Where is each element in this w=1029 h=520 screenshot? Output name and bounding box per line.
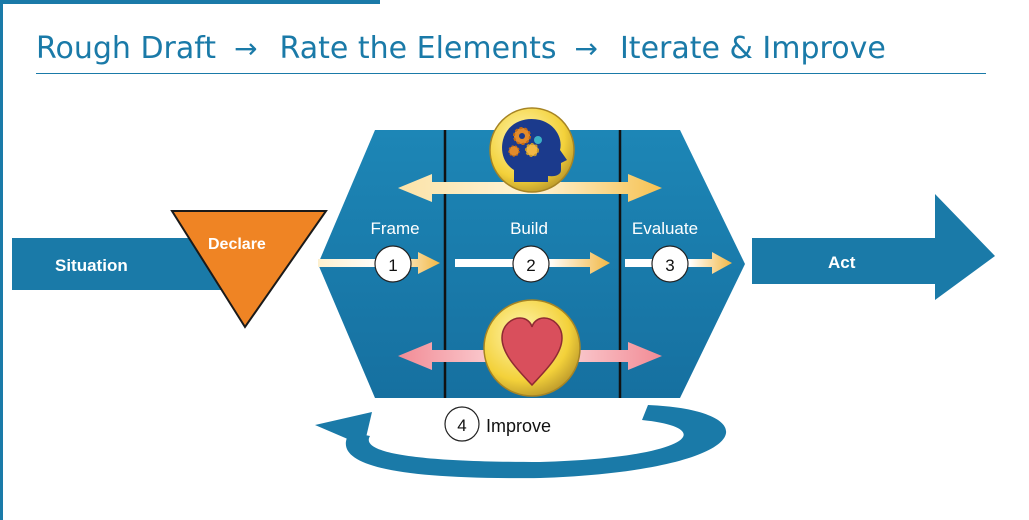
title-arrow-icon: → [574,31,598,65]
step-2-number: 2 [526,256,535,275]
frame-top-border [0,0,380,4]
title-step-rough-draft: Rough Draft [36,30,217,66]
head-gears-icon [489,107,575,193]
title-step-rate: Rate the Elements [279,30,557,66]
act-label: Act [828,253,856,272]
frame-left-border [0,0,3,520]
step-1-badge: 1 [374,245,412,283]
situation-label: Situation [55,256,128,275]
improve-loop-arrow [315,405,727,479]
heart-icon [483,299,581,397]
step-1-number: 1 [388,256,397,275]
improve-label: Improve [486,416,551,436]
declare-triangle [170,210,328,329]
step-3-number: 3 [665,256,674,275]
title-step-iterate: Iterate & Improve [619,30,886,66]
page-title: Rough Draft → Rate the Elements → Iterat… [36,20,996,76]
phase-label-evaluate: Evaluate [632,219,698,238]
step-2-badge: 2 [512,245,550,283]
phase-label-build: Build [510,219,548,238]
step-3-badge: 3 [651,245,689,283]
act-arrow [752,194,995,300]
situation-bar [12,238,255,290]
title-arrow-icon: → [234,31,258,65]
title-divider [36,73,986,74]
step-4-badge: 4 [444,406,480,442]
step-4-number: 4 [457,416,466,435]
declare-label: Declare [208,236,266,253]
phase-label-frame: Frame [370,219,419,238]
